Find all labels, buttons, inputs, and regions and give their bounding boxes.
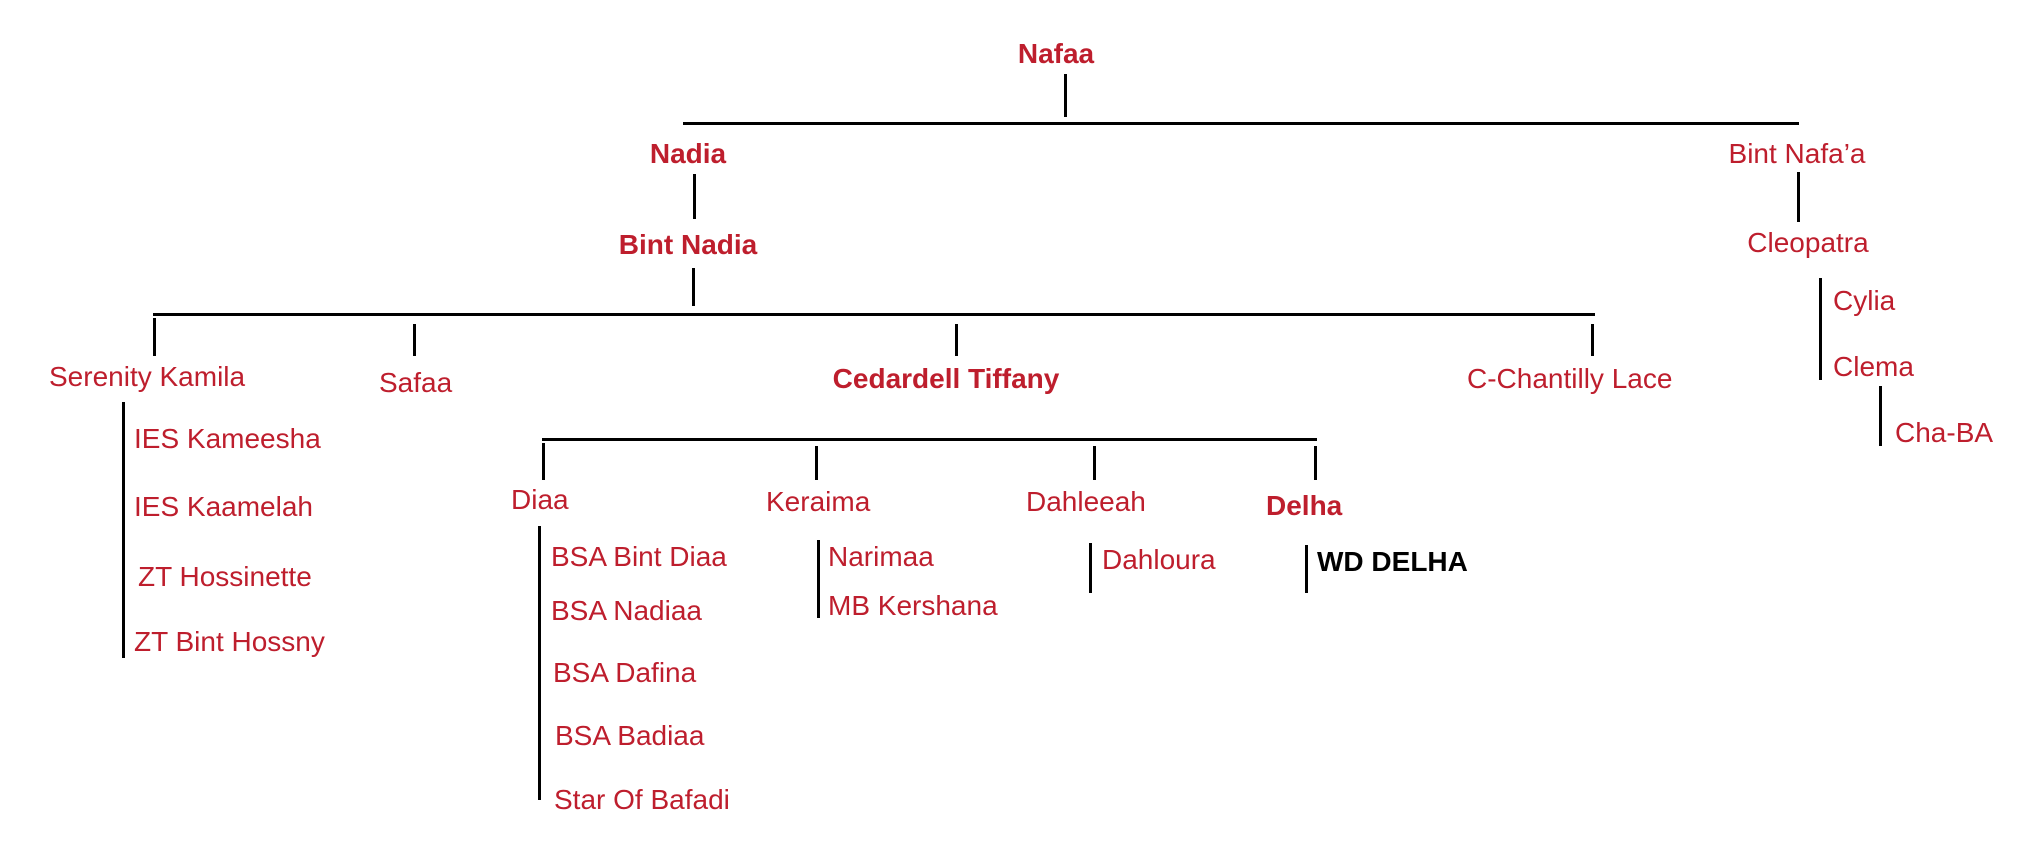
connector-keraima-children bbox=[817, 540, 820, 618]
node-dahleeah: Dahleeah bbox=[1026, 486, 1146, 517]
connector-tiffany-bar bbox=[542, 438, 1317, 441]
node-delha: Delha bbox=[1266, 490, 1343, 521]
connector-nadia-stem bbox=[693, 174, 696, 219]
node-star-of-bafadi: Star Of Bafadi bbox=[554, 784, 730, 815]
node-mb-kershana: MB Kershana bbox=[828, 590, 998, 621]
connector-root-bar bbox=[683, 122, 1799, 125]
connector-root-stem bbox=[1064, 74, 1067, 117]
node-dahloura: Dahloura bbox=[1102, 544, 1216, 575]
node-safaa: Safaa bbox=[379, 367, 453, 398]
node-ies-kameesha: IES Kameesha bbox=[134, 423, 321, 454]
node-cha-ba: Cha-BA bbox=[1895, 417, 1994, 448]
node-c-chantilly-lace: C-Chantilly Lace bbox=[1467, 363, 1673, 394]
node-cedardell-tiffany: Cedardell Tiffany bbox=[832, 363, 1060, 394]
node-nafaa: Nafaa bbox=[1017, 38, 1095, 69]
connector-delha-children bbox=[1305, 545, 1308, 593]
connector-keraima-drop bbox=[815, 446, 818, 480]
node-serenity-kamila: Serenity Kamila bbox=[49, 361, 246, 392]
connector-safaa-drop bbox=[413, 324, 416, 356]
connector-chantilly-drop bbox=[1591, 324, 1594, 356]
connector-cleopatra-children bbox=[1819, 278, 1822, 380]
node-keraima: Keraima bbox=[766, 486, 871, 517]
connector-bint-nafaa-stem bbox=[1797, 172, 1800, 222]
connector-serenity-drop bbox=[153, 318, 156, 356]
node-bint-nadia: Bint Nadia bbox=[618, 229, 758, 260]
node-bsa-badiaa: BSA Badiaa bbox=[555, 720, 705, 751]
node-cleopatra: Cleopatra bbox=[1747, 227, 1869, 258]
node-bsa-dafina: BSA Dafina bbox=[553, 657, 697, 688]
connector-bint-nadia-stem bbox=[692, 268, 695, 306]
node-wd-delha: WD DELHA bbox=[1317, 546, 1468, 577]
connector-dahleeah-drop bbox=[1093, 446, 1096, 480]
node-zt-bint-hossny: ZT Bint Hossny bbox=[134, 626, 325, 657]
node-bint-nafaa: Bint Nafa’a bbox=[1728, 138, 1866, 169]
connector-serenity-children bbox=[122, 402, 125, 658]
connector-clema-children bbox=[1879, 386, 1882, 446]
node-ies-kaamelah: IES Kaamelah bbox=[134, 491, 313, 522]
connector-diaa-drop bbox=[542, 443, 545, 480]
connector-tiffany-drop bbox=[955, 324, 958, 356]
node-narimaa: Narimaa bbox=[828, 541, 934, 572]
node-bsa-bint-diaa: BSA Bint Diaa bbox=[551, 541, 727, 572]
connector-bint-nadia-bar bbox=[153, 313, 1595, 316]
connector-diaa-children bbox=[538, 526, 541, 800]
node-cylia: Cylia bbox=[1833, 285, 1896, 316]
connector-dahleeah-children bbox=[1089, 543, 1092, 593]
node-nadia: Nadia bbox=[649, 138, 727, 169]
node-diaa: Diaa bbox=[511, 484, 569, 515]
node-clema: Clema bbox=[1833, 351, 1914, 382]
connector-delha-drop bbox=[1314, 446, 1317, 480]
node-zt-hossinette: ZT Hossinette bbox=[138, 561, 312, 592]
node-bsa-nadiaa: BSA Nadiaa bbox=[551, 595, 702, 626]
